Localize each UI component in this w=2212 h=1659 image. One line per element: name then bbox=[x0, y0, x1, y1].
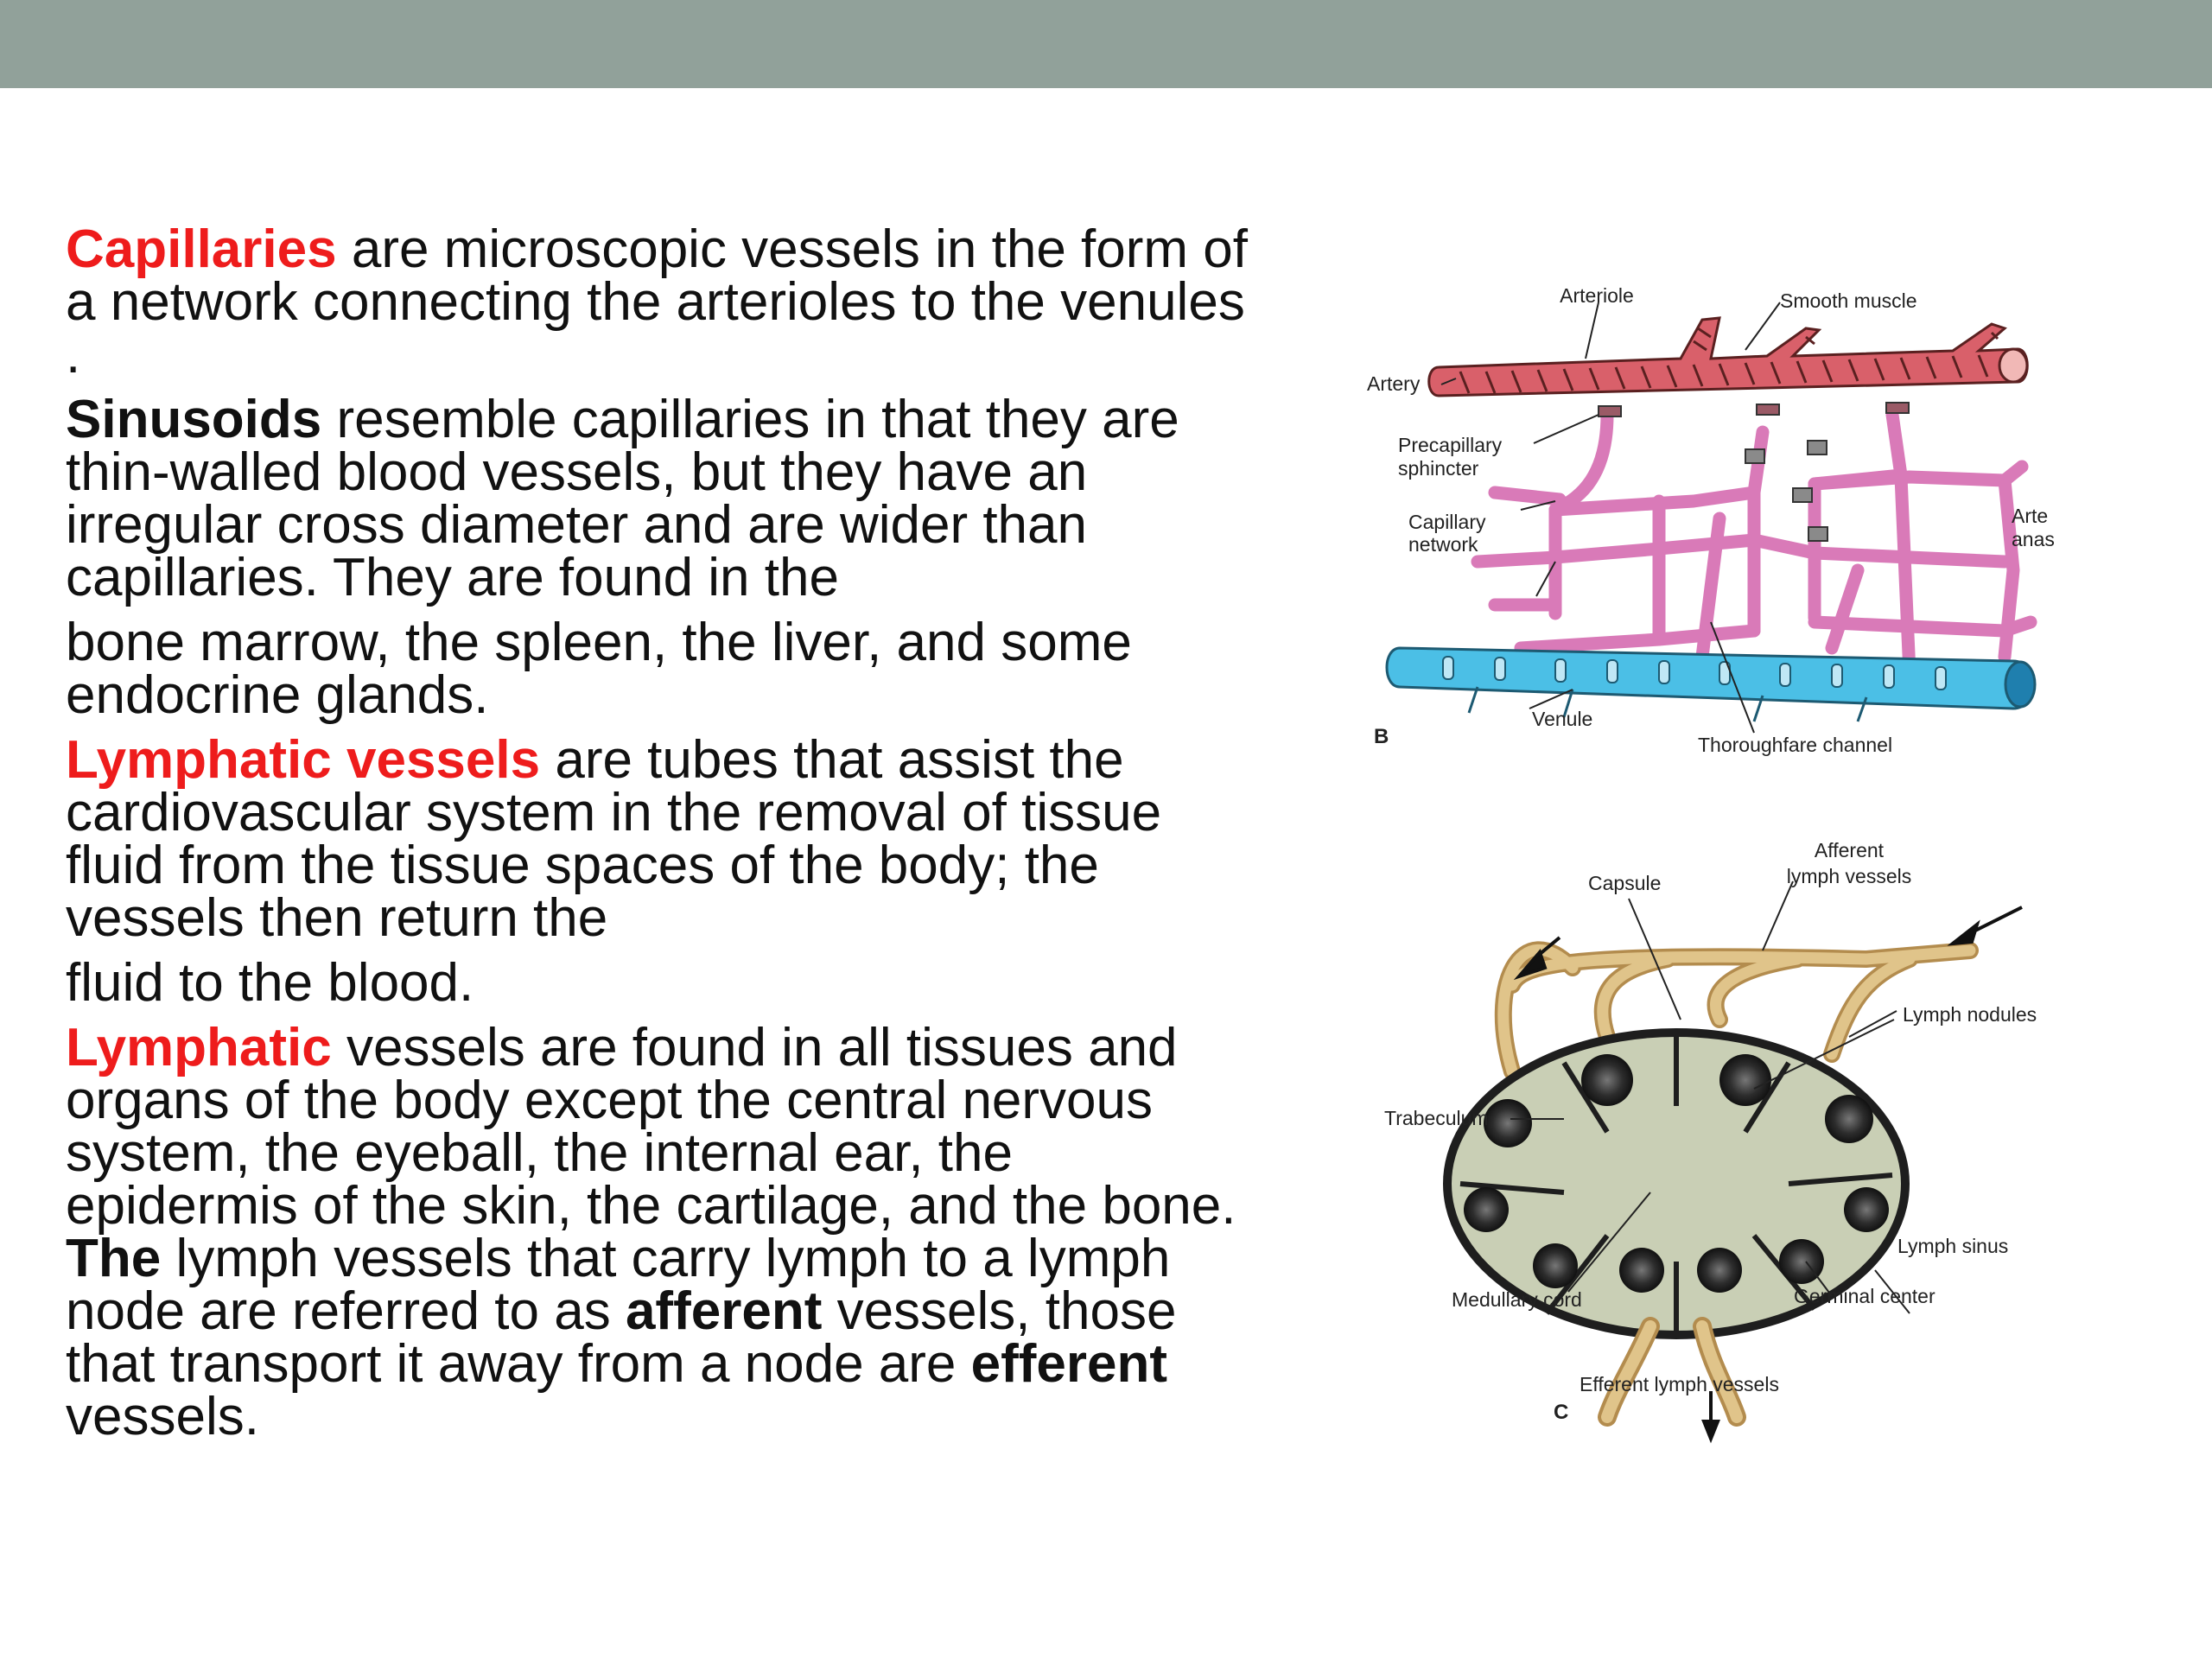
label-afferent-2: lymph vessels bbox=[1787, 865, 1911, 887]
label-precapillary-2: sphincter bbox=[1398, 457, 1479, 480]
label-precapillary-1: Precapillary bbox=[1398, 434, 1503, 456]
capillaries-text: are microscopic vessels in the form of a… bbox=[66, 219, 1248, 385]
term-capillaries: Capillaries bbox=[66, 219, 337, 279]
capillary-network bbox=[1471, 408, 2037, 681]
label-capillary-1: Capillary bbox=[1408, 511, 1486, 533]
panel-label-c: C bbox=[1554, 1401, 1568, 1424]
label-lymph-sinus: Lymph sinus bbox=[1897, 1235, 2008, 1257]
paragraph-lymphatic-vessels: Lymphatic vessels are tubes that assist … bbox=[66, 734, 1258, 945]
paragraph-sinusoids: Sinusoids resemble capillaries in that t… bbox=[66, 390, 1258, 607]
leader-lines-c bbox=[1510, 880, 1910, 1314]
leader-lines-b bbox=[1440, 302, 1781, 734]
paragraph-fluid: fluid to the blood. bbox=[66, 957, 1258, 1010]
lymph-nodules bbox=[1464, 1054, 1889, 1293]
artery bbox=[1427, 316, 2029, 542]
sinusoids-text: resemble capillaries in that they are th… bbox=[66, 390, 1179, 607]
lymph-node-diagram: Afferent lymph vessels Capsule Lymph nod… bbox=[1384, 839, 2037, 1444]
sinusoid-locations-text: bone marrow, the spleen, the liver, and … bbox=[66, 613, 1132, 725]
label-arteriole: Arteriole bbox=[1560, 284, 1634, 307]
flow-arrows bbox=[1513, 906, 2023, 1444]
label-capillary-2: network bbox=[1408, 533, 1478, 556]
term-lymphatic-vessels: Lymphatic vessels bbox=[66, 730, 541, 790]
term-sinusoids: Sinusoids bbox=[66, 390, 322, 449]
paragraph-sinusoid-locations: bone marrow, the spleen, the liver, and … bbox=[66, 616, 1258, 722]
diagrams: Arteriole Smooth muscle Artery Precapill… bbox=[1367, 284, 2055, 1444]
label-capsule: Capsule bbox=[1588, 872, 1661, 894]
body-text: Capillaries are microscopic vessels in t… bbox=[66, 223, 1258, 1455]
paragraph-lymphatic-distribution: Lymphatic vessels are found in all tissu… bbox=[66, 1018, 1258, 1446]
header-bar bbox=[0, 0, 2212, 88]
lymphatic-text-4: vessels. bbox=[66, 1387, 259, 1446]
label-artery: Artery bbox=[1367, 372, 1421, 395]
venule bbox=[1385, 646, 2037, 722]
lymphatic-vessels-text: are tubes that assist the cardiovascular… bbox=[66, 730, 1162, 948]
term-lymphatic: Lymphatic bbox=[66, 1018, 332, 1077]
label-thoroughfare-channel: Thoroughfare channel bbox=[1698, 734, 1892, 756]
lymphatic-text-1: vessels are found in all tissues and org… bbox=[66, 1018, 1236, 1236]
lymphatic-text-2: lymph vessels that carry lymph to a lymp… bbox=[66, 1229, 1171, 1341]
label-lymph-nodules: Lymph nodules bbox=[1903, 1003, 2037, 1026]
label-afferent-1: Afferent bbox=[1815, 839, 1885, 861]
capillary-bed-diagram: Arteriole Smooth muscle Artery Precapill… bbox=[1367, 284, 2055, 756]
bold-the: The bbox=[66, 1229, 162, 1288]
label-venule: Venule bbox=[1532, 708, 1592, 730]
paragraph-capillaries: Capillaries are microscopic vessels in t… bbox=[66, 223, 1258, 382]
label-smooth-muscle: Smooth muscle bbox=[1780, 289, 1917, 312]
label-arte-2: anas bbox=[2012, 528, 2055, 550]
label-germinal-center: Germinal center bbox=[1794, 1285, 1936, 1307]
label-trabeculum: Trabeculum bbox=[1384, 1107, 1489, 1129]
panel-label-b: B bbox=[1374, 725, 1389, 748]
fluid-text: fluid to the blood. bbox=[66, 953, 474, 1013]
term-efferent: efferent bbox=[970, 1334, 1168, 1394]
label-efferent-lymph-vessels: Efferent lymph vessels bbox=[1580, 1373, 1779, 1395]
label-arte-1: Arte bbox=[2012, 505, 2048, 527]
term-afferent: afferent bbox=[625, 1281, 823, 1341]
lymphatic-text-3: vessels, those that transport it away fr… bbox=[66, 1281, 1177, 1394]
label-medullary-cord: Medullary cord bbox=[1452, 1288, 1582, 1311]
